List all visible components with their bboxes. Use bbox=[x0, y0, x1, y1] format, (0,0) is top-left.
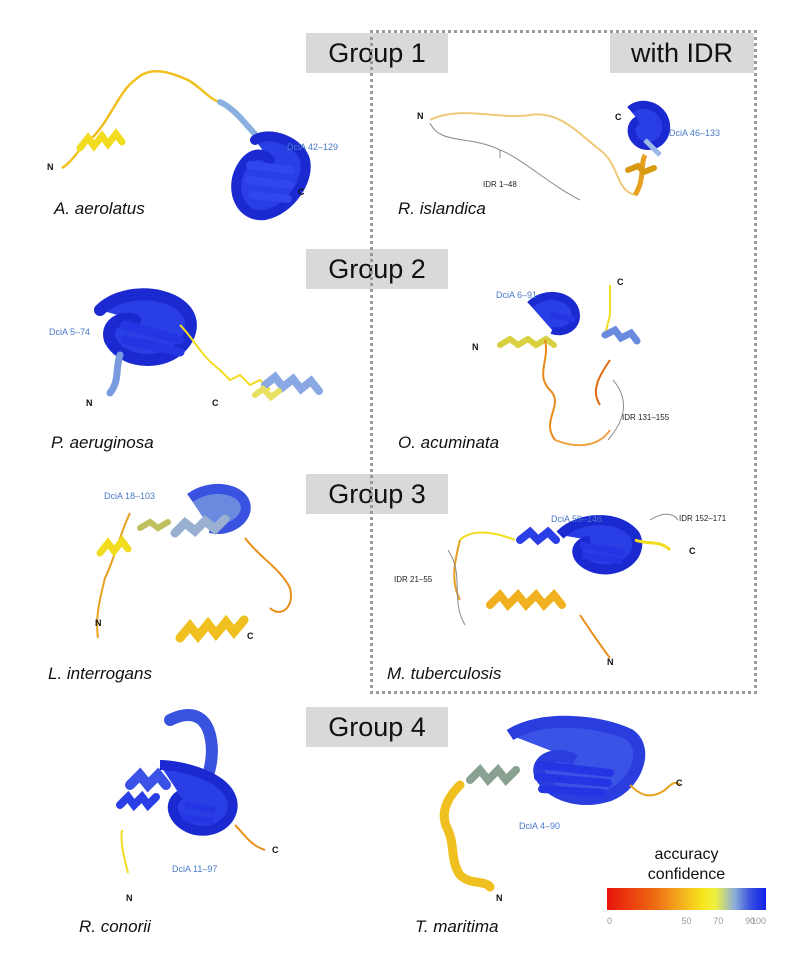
group-4-label: Group 4 bbox=[306, 707, 448, 747]
n-terminus-label: N bbox=[126, 893, 133, 903]
idr-label-r-islandica: IDR 1–48 bbox=[483, 180, 517, 189]
n-terminus-label: N bbox=[472, 342, 479, 352]
species-a-aerolatus: A. aerolatus bbox=[54, 199, 145, 218]
structure-r-islandica bbox=[429, 100, 671, 201]
idr-label-m-tuberculosis-1: IDR 21–55 bbox=[394, 575, 433, 584]
c-terminus-label: C bbox=[676, 778, 683, 788]
idr-label-o-acuminata: IDR 131–155 bbox=[622, 413, 670, 422]
group-1-label: Group 1 bbox=[306, 33, 448, 73]
domain-label-t-maritima: DciA 4–90 bbox=[519, 821, 561, 831]
idr-label-m-tuberculosis-2: IDR 152–171 bbox=[679, 514, 727, 523]
c-terminus-label: C bbox=[247, 631, 254, 641]
legend-tick: 0 bbox=[607, 916, 613, 926]
structure-m-tuberculosis bbox=[447, 513, 679, 659]
c-terminus-label: C bbox=[212, 398, 219, 408]
group-3-label: Group 3 bbox=[306, 474, 448, 514]
c-terminus-label: C bbox=[298, 187, 305, 197]
domain-label-o-acuminata: DciA 6–91 bbox=[496, 290, 538, 300]
structure-o-acuminata bbox=[497, 285, 641, 447]
c-terminus-label: C bbox=[689, 546, 696, 556]
species-t-maritima: T. maritima bbox=[415, 917, 499, 936]
species-r-conorii: R. conorii bbox=[79, 917, 151, 936]
legend-title-line1: accuracy bbox=[654, 846, 719, 863]
idr-header-label: with IDR bbox=[610, 33, 754, 73]
domain-label-m-tuberculosis: DciA 59–146 bbox=[551, 514, 603, 524]
structure-p-aeruginosa bbox=[94, 288, 323, 401]
domain-label-r-conorii: DciA 11–97 bbox=[172, 864, 218, 874]
n-terminus-label: N bbox=[607, 657, 614, 667]
structure-t-maritima bbox=[439, 715, 681, 892]
c-terminus-label: C bbox=[272, 845, 279, 855]
c-terminus-label: C bbox=[615, 112, 622, 122]
structure-l-interrogans bbox=[96, 483, 292, 644]
confidence-color-scale bbox=[607, 888, 766, 910]
n-terminus-label: N bbox=[496, 893, 503, 903]
domain-label-l-interrogans: DciA 18–103 bbox=[104, 491, 156, 501]
group-2-label: Group 2 bbox=[306, 249, 448, 289]
species-p-aeruginosa: P. aeruginosa bbox=[51, 433, 154, 452]
n-terminus-label: N bbox=[86, 398, 93, 408]
domain-label-r-islandica: DciA 46–133 bbox=[669, 128, 721, 138]
species-o-acuminata: O. acuminata bbox=[398, 433, 500, 452]
structure-r-conorii bbox=[116, 709, 266, 874]
species-m-tuberculosis: M. tuberculosis bbox=[387, 664, 502, 683]
n-terminus-label: N bbox=[95, 618, 102, 628]
legend-tick: 100 bbox=[750, 916, 766, 926]
legend-tick: 50 bbox=[681, 916, 692, 926]
idr-region-box bbox=[370, 30, 757, 694]
c-terminus-label: C bbox=[617, 277, 624, 287]
n-terminus-label: N bbox=[47, 162, 54, 172]
species-l-interrogans: L. interrogans bbox=[48, 664, 152, 683]
legend-tick: 70 bbox=[713, 916, 724, 926]
domain-label-p-aeruginosa: DciA 5–74 bbox=[49, 327, 91, 337]
domain-label-a-aerolatus: DciA 42–129 bbox=[287, 142, 339, 152]
legend-title-line2: confidence bbox=[647, 866, 726, 883]
species-r-islandica: R. islandica bbox=[398, 199, 486, 218]
legend-tick: 90 bbox=[745, 916, 756, 926]
n-terminus-label: N bbox=[417, 111, 424, 121]
structure-a-aerolatus bbox=[61, 70, 311, 221]
